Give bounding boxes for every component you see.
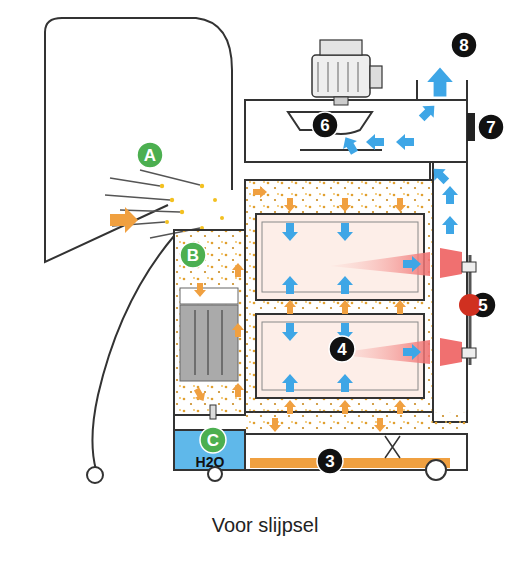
- callout-number: 5: [478, 297, 487, 314]
- caption: Voor slijpsel: [212, 515, 319, 535]
- callout-number: 3: [325, 453, 334, 470]
- callout-number: 8: [459, 37, 468, 54]
- callout-number: 6: [320, 117, 329, 134]
- callout-letter: A: [144, 147, 156, 164]
- callout-number: 7: [486, 119, 495, 136]
- callout-letter: C: [207, 432, 219, 449]
- callout-letter: B: [187, 247, 199, 264]
- water-label: H2O: [196, 455, 225, 469]
- callout-number: 4: [337, 341, 346, 358]
